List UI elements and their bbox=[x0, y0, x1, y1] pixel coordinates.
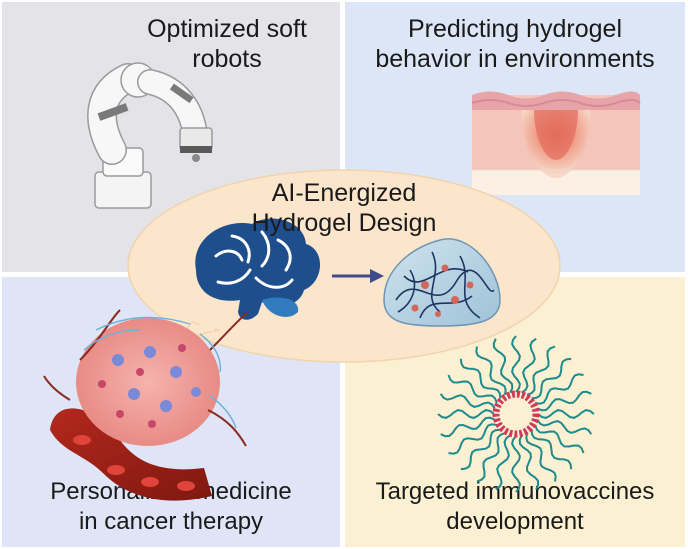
panel-hydrogel-behavior-title: Predicting hydrogel behavior in environm… bbox=[345, 14, 685, 74]
panel-hydrogel-behavior-line2: behavior in environments bbox=[375, 45, 655, 73]
hydrogel-network-icon bbox=[383, 238, 501, 327]
panel-soft-robots-line1: Optimized soft bbox=[147, 15, 307, 43]
nanoparticle-strand bbox=[439, 393, 496, 409]
panel-cancer-therapy-line2: in cancer therapy bbox=[78, 508, 264, 535]
nanoparticle-strand bbox=[475, 346, 507, 396]
nanoparticle-strand bbox=[440, 416, 496, 438]
nanoparticle-strand bbox=[460, 428, 501, 471]
nanoparticle-strand bbox=[530, 429, 573, 470]
nanoparticle-strand bbox=[525, 432, 557, 482]
robot-arm-icon bbox=[87, 62, 213, 209]
nanoparticle-strand bbox=[476, 432, 506, 483]
nanoparticle-strand bbox=[531, 357, 572, 400]
nanoparticle-strand bbox=[534, 373, 584, 405]
nanoparticle-strand bbox=[459, 358, 502, 399]
nanoparticle-strand bbox=[536, 390, 592, 412]
nanoparticle-strand bbox=[495, 434, 511, 491]
panel-immunovaccines-title: Targeted immunovaccines development bbox=[345, 477, 685, 537]
brain-icon bbox=[195, 218, 321, 320]
tumor-blood-vessel-icon bbox=[43, 309, 249, 501]
nanoparticle-strand bbox=[447, 374, 498, 404]
panel-hydrogel-behavior-line1: Predicting hydrogel bbox=[407, 15, 622, 43]
panel-soft-robots-line2: robots bbox=[192, 45, 262, 73]
center-title-line2: Hydrogel Design bbox=[251, 209, 437, 237]
nanoparticle-strand bbox=[437, 409, 495, 419]
nanoparticle-strand bbox=[536, 419, 593, 435]
nanoparticle-strand bbox=[534, 424, 585, 454]
nanoparticle-strand bbox=[537, 409, 595, 419]
nanoparticle-core bbox=[492, 390, 540, 438]
nanoparticle-strand bbox=[511, 335, 521, 393]
arrow-icon bbox=[332, 269, 384, 283]
panel-soft-robots-title: Optimized soft robots bbox=[112, 14, 342, 74]
nanoparticle-center bbox=[504, 402, 528, 426]
panel-immunovaccines-line1: Targeted immunovaccines bbox=[375, 478, 655, 505]
center-title-line1: AI-Energized bbox=[271, 179, 417, 207]
nanoparticle-strand bbox=[448, 423, 498, 455]
nanoparticle-strand bbox=[518, 434, 540, 490]
nanoparticle-strand bbox=[511, 435, 521, 493]
nanoparticle-strand bbox=[521, 337, 537, 394]
skin-layers-icon bbox=[471, 91, 641, 195]
nanoparticle-strand bbox=[492, 338, 514, 394]
nanoparticle-strand bbox=[526, 345, 556, 396]
panel-immunovaccines-line2: development bbox=[446, 508, 584, 535]
nanoparticle-icon bbox=[437, 335, 595, 493]
center-title: AI-Energized Hydrogel Design bbox=[204, 178, 484, 238]
